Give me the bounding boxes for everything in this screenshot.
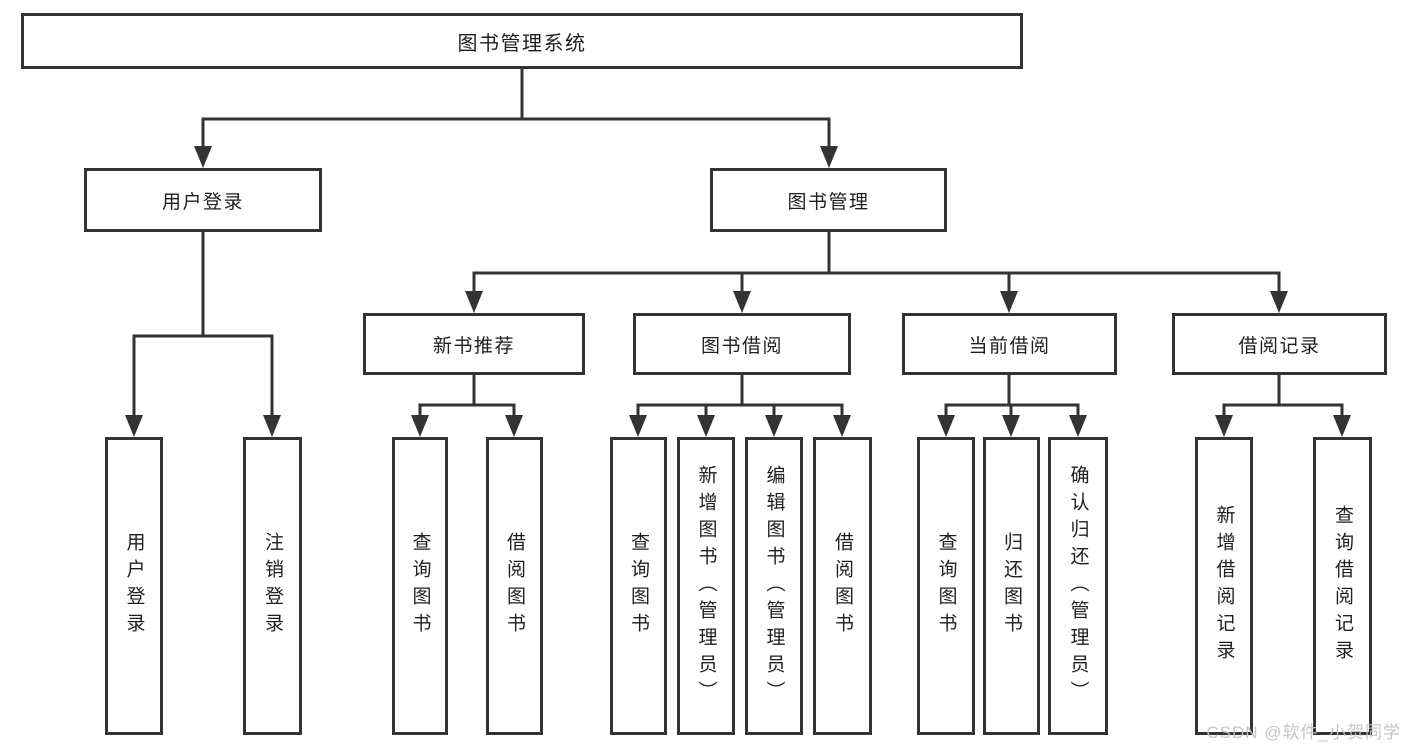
leaf-borrow-books-2: 借阅图书 [813,437,872,735]
leaf-edit-books-admin: 编辑图书（管理员） [745,437,803,735]
leaf-add-borrow-record-label: 新增借阅记录 [1213,505,1235,667]
leaf-query-borrow-record-label: 查询借阅记录 [1332,505,1353,667]
arrowhead [765,415,783,437]
connector-borrow-records-children [1215,373,1351,437]
connector-current-borrow-children [937,373,1087,437]
leaf-logout: 注销登录 [243,437,302,735]
leaf-user-login: 用户登录 [105,437,163,735]
leaf-confirm-return-admin-label: 确认归还（管理员） [1067,464,1089,708]
arrowhead [1333,415,1351,437]
leaf-add-books-admin-label: 新增图书（管理员） [695,464,717,708]
arrowhead [1000,291,1018,313]
arrowhead [833,415,851,437]
leaf-return-books: 归还图书 [983,437,1040,735]
node-book-mgmt: 图书管理 [710,168,947,232]
leaf-query-books-3-label: 查询图书 [935,532,957,640]
arrowhead [629,415,647,437]
leaf-edit-books-admin-label: 编辑图书（管理员） [763,464,785,708]
node-user-login: 用户登录 [84,168,322,232]
connector-root-to-level2 [194,67,838,168]
arrowhead [820,146,838,168]
arrowhead [465,291,483,313]
arrowhead [263,415,281,437]
arrowhead [411,415,429,437]
leaf-borrow-books-1: 借阅图书 [486,437,543,735]
arrowhead [697,415,715,437]
node-book-borrow-label: 图书借阅 [700,335,783,357]
leaf-borrow-books-2-label: 借阅图书 [832,532,853,640]
leaf-query-books-1: 查询图书 [392,437,448,735]
arrowhead [1270,291,1288,313]
arrowhead [194,146,212,168]
csdn-watermark: CSDN @软件_小贺同学 [1206,723,1401,742]
arrowhead [1069,415,1087,437]
node-current-borrow: 当前借阅 [902,313,1117,375]
node-current-borrow-label: 当前借阅 [968,335,1051,357]
node-new-books-label: 新书推荐 [432,335,515,357]
connector-new-books-children [411,373,523,437]
connector-book-borrow-children [629,373,851,437]
arrowhead [1215,415,1233,437]
leaf-logout-label: 注销登录 [262,532,283,640]
connector-book-mgmt-children [465,230,1288,313]
node-user-login-label: 用户登录 [161,191,244,213]
leaf-query-books-2-label: 查询图书 [628,532,649,640]
node-book-borrow: 图书借阅 [633,313,851,375]
node-borrow-records-label: 借阅记录 [1238,335,1321,357]
arrowhead [937,415,955,437]
arrowhead [733,291,751,313]
arrowhead [505,415,523,437]
leaf-query-borrow-record: 查询借阅记录 [1313,437,1372,735]
node-book-mgmt-label: 图书管理 [787,191,870,213]
leaf-borrow-books-1-label: 借阅图书 [504,532,525,640]
leaf-query-books-2: 查询图书 [610,437,667,735]
arrowhead [1002,415,1020,437]
leaf-return-books-label: 归还图书 [1001,532,1022,640]
leaf-add-borrow-record: 新增借阅记录 [1195,437,1253,735]
arrowhead [125,415,143,437]
node-root: 图书管理系统 [21,13,1023,69]
leaf-confirm-return-admin: 确认归还（管理员） [1048,437,1108,735]
leaf-query-books-3: 查询图书 [917,437,975,735]
node-borrow-records: 借阅记录 [1172,313,1387,375]
leaf-add-books-admin: 新增图书（管理员） [677,437,735,735]
connector-user-login-children [125,230,281,437]
leaf-query-books-1-label: 查询图书 [409,532,431,640]
node-new-books: 新书推荐 [363,313,585,375]
leaf-user-login-label: 用户登录 [123,532,145,640]
node-root-label: 图书管理系统 [457,32,587,55]
